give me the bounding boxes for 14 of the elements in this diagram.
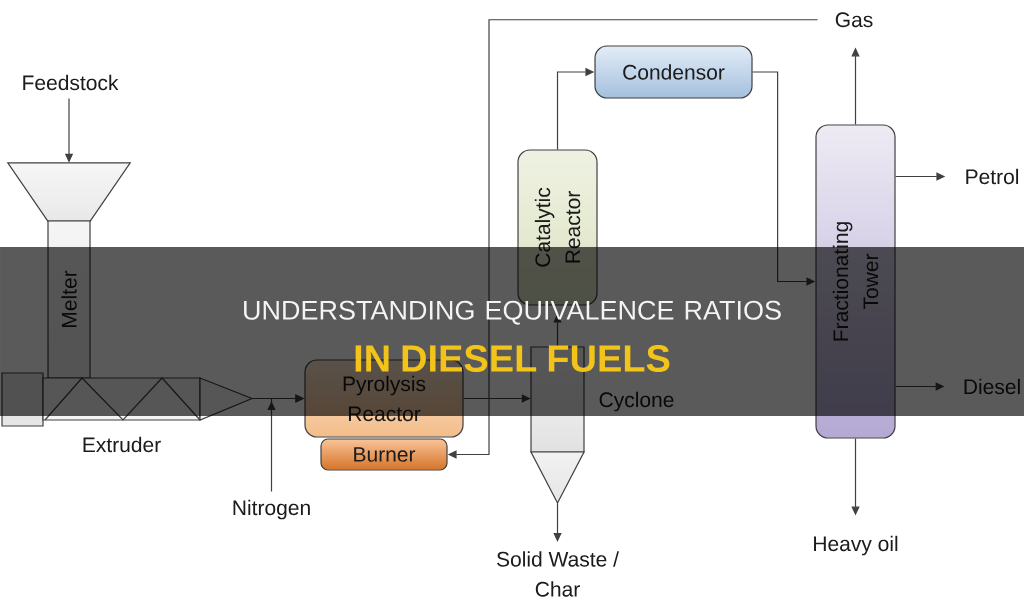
stream-label: Heavy oil	[814, 535, 898, 556]
process-box: Burner	[320, 438, 448, 471]
stream-label: Nitrogen	[233, 499, 310, 520]
extruder-drawing	[1, 372, 254, 427]
stream-label: Feedstock	[23, 74, 119, 91]
stream-label: Diesel	[964, 378, 1020, 395]
process-box: Fractionating Tower	[815, 124, 896, 439]
node-label: Cyclone	[599, 391, 674, 412]
node-label: Extruder	[83, 436, 161, 453]
process-box: Melter	[47, 220, 91, 379]
process-box: Condensor	[594, 45, 753, 99]
stream-label: Solid Waste / Char	[497, 551, 619, 597]
stream-label: Gas	[835, 12, 873, 28]
stream-label: Petrol	[966, 168, 1019, 185]
